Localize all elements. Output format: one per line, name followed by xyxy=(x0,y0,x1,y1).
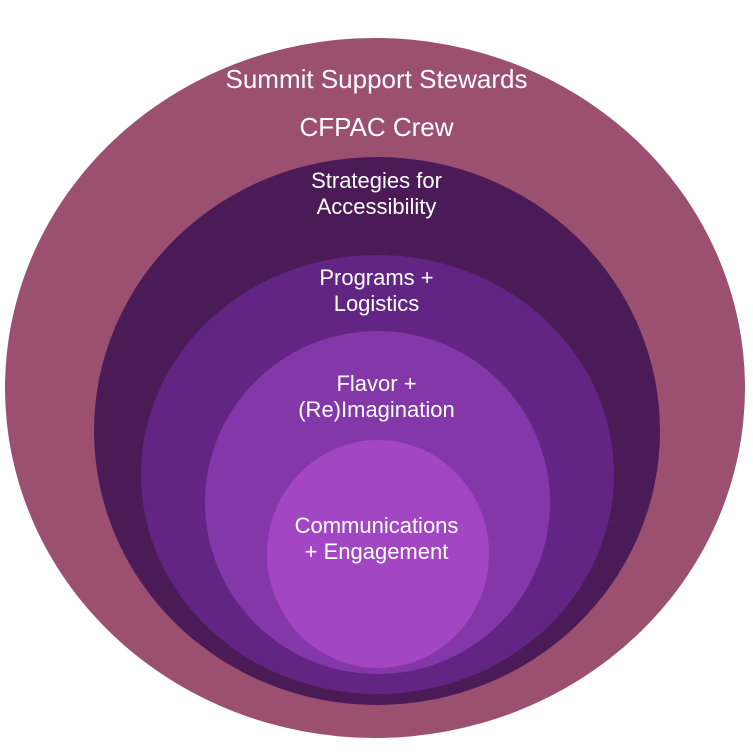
circle-3-label-line-2: Logistics xyxy=(333,291,420,317)
circle-3-label-line-1: Programs + xyxy=(319,265,434,290)
circle-5-label: Communications + Engagement xyxy=(0,513,753,566)
circle-5-label-line-1: Communications xyxy=(294,513,459,538)
circle-3-label: Programs + Logistics xyxy=(0,265,753,318)
circle-2-label: Strategies for Accessibility xyxy=(0,168,753,221)
circle-4-label-line-1: Flavor + xyxy=(336,371,417,396)
outer-circle-title: Summit Support Stewards xyxy=(225,64,528,94)
circle-communications-engagement xyxy=(267,440,489,668)
circle-4-label: Flavor + (Re)Imagination xyxy=(0,371,753,424)
outer-circle-subtitle: CFPAC Crew xyxy=(299,112,454,142)
circle-5-label-line-2: + Engagement xyxy=(304,539,449,565)
circle-2-label-line-1: Strategies for xyxy=(311,168,442,193)
circle-2-label-line-2: Accessibility xyxy=(316,194,437,220)
circle-4-label-line-2: (Re)Imagination xyxy=(298,397,455,423)
